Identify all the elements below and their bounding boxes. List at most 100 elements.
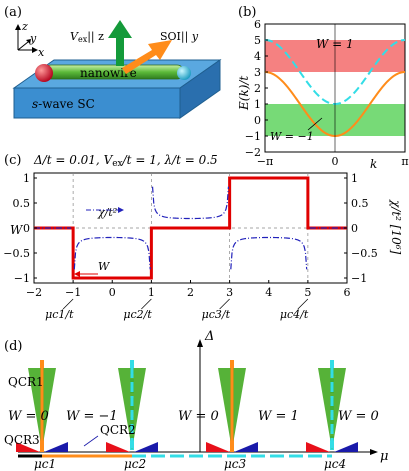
delta-axis-label: Δ <box>204 329 214 344</box>
b-ytick-label: 5 <box>254 34 261 47</box>
c-xtick-label: 2 <box>187 286 194 299</box>
mu-c-label: μc1/t <box>45 308 74 321</box>
b-ytick-label: 6 <box>254 18 261 31</box>
mu-c-marker-label: μc4 <box>324 457 346 471</box>
chi-curve-segment <box>73 236 151 270</box>
sc-label: s-wave SC <box>32 97 95 111</box>
qcr3-wedge <box>206 442 230 452</box>
b-ytick-label: 2 <box>254 82 261 95</box>
mu-axis-arrow <box>370 449 378 455</box>
vex-arrow <box>108 20 132 66</box>
c-ytick-label-left: 0 <box>23 222 30 235</box>
band-w1-label: W = 1 <box>316 37 354 51</box>
band-wm1-label: W = −1 <box>270 130 314 143</box>
chi-curve-segment <box>151 186 230 220</box>
mu-c-pointer <box>297 298 309 310</box>
c-ytick-label-right: 1 <box>351 172 358 185</box>
qcr2-wedge <box>334 442 358 452</box>
c-ytick-label-right: −1 <box>351 272 367 285</box>
c-ytick-label-left: −0.5 <box>3 247 30 260</box>
axis-x-label: x <box>38 46 45 59</box>
c-ytick-label-left: −1 <box>14 272 30 285</box>
substrate-side-face <box>179 59 221 119</box>
axis-y-label: y <box>29 32 37 45</box>
c-ytick-label-right: −0.5 <box>351 247 378 260</box>
b-ytick-label: 1 <box>254 98 261 111</box>
b-xtick-label: −π <box>257 155 273 168</box>
mu-c-pointer <box>141 298 152 310</box>
mu-c-marker-label: μc1 <box>34 457 56 471</box>
vex-label: Vex|| z <box>70 30 104 44</box>
b-ytick-label: −2 <box>245 146 261 159</box>
panel-b-plot-area: 6 5 4 3 2 1 0 −1 −2−π 0 π <box>245 18 409 168</box>
c-ytick-label-left: 1 <box>23 172 30 185</box>
qcr3-wedge <box>306 442 330 452</box>
mu-c-marker-label: μc3 <box>224 457 247 471</box>
qcr3-wedge <box>106 442 130 452</box>
panel-c-label: (c) <box>4 153 21 168</box>
nanowire-label: nanowire <box>80 66 137 80</box>
panel-a: (a) s-wave SC nanowire Vex|| z SOI|| y z… <box>4 5 222 119</box>
mu-c-label: μc4/t <box>280 308 309 321</box>
majorana-left-sphere <box>35 64 53 82</box>
mu-c-label: μc3/t <box>202 308 231 321</box>
panel-c-ylabel-right: χ/t² [10⁶] <box>389 199 403 255</box>
mu-axis-label: μ <box>380 449 388 464</box>
qcr2-label: QCR2 <box>100 423 136 437</box>
b-ytick-label: 3 <box>254 66 261 79</box>
b-ytick-label: 4 <box>254 50 261 63</box>
coordinate-axes: z y x <box>15 20 45 59</box>
qcr2-wedge <box>44 442 68 452</box>
mu-c-marker-label: μc2 <box>124 457 146 471</box>
c-xtick-label: 5 <box>304 286 311 299</box>
majorana-right-sphere <box>177 66 191 80</box>
region-w-label: W = 0 <box>178 409 219 424</box>
c-xtick-label: 4 <box>265 286 272 299</box>
panel-a-label: (a) <box>4 5 22 20</box>
b-ytick-label: 0 <box>254 114 261 127</box>
b-xtick-label: π <box>401 155 408 168</box>
soi-label: SOI|| y <box>160 30 199 44</box>
qcr2-wedge <box>134 442 158 452</box>
panel-b-ylabel: E(k)/t <box>237 76 251 111</box>
panel-b: (b) 6 5 4 3 2 1 0 −1 −2−π 0 π E(k)/t k W = 1 W = −… <box>237 5 409 171</box>
region-w-label: W = 0 <box>8 409 49 424</box>
c-xtick-label: 6 <box>344 286 351 299</box>
c-ytick-label-right: 0.5 <box>351 197 369 210</box>
c-xtick-label: 3 <box>226 286 233 299</box>
qcr2-wedge <box>234 442 258 452</box>
qcr1-cone <box>118 368 146 450</box>
c-xtick-label: 0 <box>109 286 116 299</box>
qcr3-wedge <box>16 442 40 452</box>
c-xtick-label: −2 <box>26 286 42 299</box>
axis-z-label: z <box>21 20 28 33</box>
w-legend-label: W <box>98 260 111 273</box>
c-xtick-label: 1 <box>148 286 155 299</box>
panel-b-xlabel: k <box>370 157 377 171</box>
qcr1-cone <box>318 368 346 450</box>
mu-c-pointer <box>62 298 74 310</box>
chi-legend-arrowhead <box>118 207 124 213</box>
region-w-label: W = 1 <box>258 409 299 424</box>
panel-c-title: Δ/t = 0.01, Vex/t = 1, λ/t = 0.5 <box>33 153 218 169</box>
panel-b-label: (b) <box>238 5 256 20</box>
delta-axis-arrow <box>197 339 203 347</box>
qcr2-pointer <box>83 435 99 447</box>
c-ytick-label-right: 0 <box>351 222 358 235</box>
b-ytick-label: −1 <box>245 130 261 143</box>
mu-c-pointer <box>219 298 230 310</box>
region-w-label: W = 0 <box>338 409 379 424</box>
panel-c-ylabel-left: W <box>10 223 24 237</box>
w-step-line <box>34 176 347 280</box>
chi-curve-segment <box>230 236 308 270</box>
qcr1-label: QCR1 <box>8 375 44 389</box>
b-xtick-label: 0 <box>332 155 339 168</box>
qcr3-label: QCR3 <box>4 433 40 447</box>
region-w-label: W = −1 <box>66 409 118 424</box>
panel-d-label: (d) <box>4 339 22 354</box>
